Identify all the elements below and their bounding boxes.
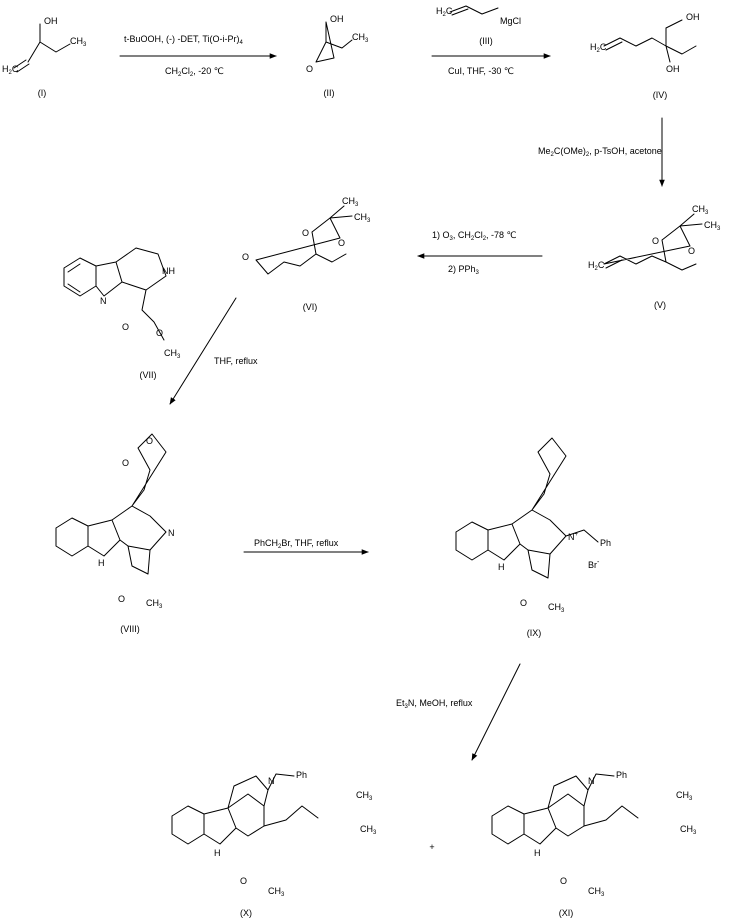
atom-o-2: O	[302, 228, 309, 238]
compound-VIII-structure: H N O O O CH3	[55, 433, 175, 610]
atom-n: N	[168, 528, 175, 538]
atom-oh: OH	[330, 14, 344, 24]
bromide-ion: Br-	[588, 559, 600, 570]
atom-mgcl: MgCl	[500, 16, 521, 26]
atom-ch3-3: CH3	[588, 886, 605, 898]
atom-h2c: H2C	[588, 260, 605, 272]
label-XI: (XI)	[559, 908, 574, 918]
label-VIII: (VIII)	[120, 624, 140, 634]
atom-ch3: CH3	[70, 36, 87, 48]
atom-ph: Ph	[600, 538, 611, 548]
atom-o-3: O	[118, 594, 125, 604]
atom-o: O	[306, 64, 313, 74]
atom-ph: Ph	[616, 770, 627, 780]
atom-ch3: CH3	[692, 204, 709, 216]
atom-oh: OH	[44, 16, 58, 26]
atom-o-3: O	[338, 238, 345, 248]
step2-conditions: CuI, THF, -30 ℃	[448, 66, 514, 76]
step4-ozonolysis: 1) O3, CH2Cl2, -78 ℃	[432, 230, 517, 242]
compound-II-structure: OH O CH3	[306, 14, 369, 74]
label-I: (I)	[38, 88, 47, 98]
atom-ch3: CH3	[548, 602, 565, 614]
label-IV: (IV)	[653, 90, 668, 100]
atom-o-2: O	[688, 246, 695, 256]
arrow-step7	[471, 663, 521, 761]
atom-h: H	[534, 848, 541, 858]
atom-h: H	[214, 848, 221, 858]
step5-conditions: THF, reflux	[214, 356, 258, 366]
step3-conditions: Me2C(OMe)2, p-TsOH, acetone	[538, 146, 662, 158]
compound-IV-structure: OH OH H2C	[590, 12, 700, 74]
compound-VII-structure: N NH O O CH3	[63, 247, 181, 360]
label-X: (X)	[240, 908, 252, 918]
step4-reduction: 2) PPh3	[448, 264, 480, 276]
compound-labels: (I) (II) (III) (IV) (V) (VI) (VII) (VIII…	[38, 36, 668, 918]
atom-o: O	[560, 876, 567, 886]
atom-ch3: CH3	[356, 790, 373, 802]
reaction-conditions: t-BuOOH, (-) -DET, Ti(O-i-Pr)4 CH2Cl2, -…	[124, 34, 662, 710]
atom-o-2: O	[156, 328, 163, 338]
atom-ch3-2: CH3	[360, 824, 377, 836]
label-IX: (IX)	[527, 628, 542, 638]
atom-o: O	[122, 322, 129, 332]
atom-o: O	[240, 876, 247, 886]
step1-reagents: t-BuOOH, (-) -DET, Ti(O-i-Pr)4	[124, 34, 244, 46]
atom-ch3: CH3	[352, 32, 369, 44]
atom-o: O	[122, 458, 129, 468]
atom-oh: OH	[686, 12, 700, 22]
step6-conditions: PhCH2Br, THF, reflux	[254, 538, 339, 550]
atom-ch3: CH3	[676, 790, 693, 802]
atom-ch3: CH3	[164, 348, 181, 360]
atom-ch3-3: CH3	[268, 886, 285, 898]
atom-h2c: H2C	[590, 42, 607, 54]
atom-o-2: O	[146, 436, 153, 446]
label-VII: (VII)	[140, 370, 157, 380]
compound-XI-structure: H N Ph CH3 CH3 O CH3	[491, 770, 697, 898]
label-II: (II)	[324, 88, 335, 98]
atom-h2c: H2C	[436, 6, 453, 18]
arrow-step5	[169, 297, 237, 405]
atom-h: H	[498, 562, 505, 572]
atom-h: N	[100, 296, 107, 306]
atom-h: H	[98, 558, 105, 568]
plus-sign: +	[429, 842, 434, 852]
compound-X-structure: H N Ph CH3 CH3 O CH3	[171, 770, 377, 898]
atom-ch3-2: CH3	[704, 220, 721, 232]
atom-oh-2: OH	[666, 64, 680, 74]
compound-III-structure: H2C MgCl	[436, 5, 521, 26]
atom-ch3: CH3	[146, 598, 163, 610]
atom-h2c: H2C	[2, 64, 19, 76]
atom-o: O	[242, 252, 249, 262]
atom-n: N+	[568, 532, 579, 542]
atom-ph: Ph	[296, 770, 307, 780]
label-V: (V)	[654, 300, 666, 310]
atom-o: O	[520, 598, 527, 608]
atom-ch3: CH3	[342, 196, 359, 208]
label-III: (III)	[479, 36, 493, 46]
atom-n: N	[268, 776, 275, 786]
atom-ch3-2: CH3	[680, 824, 697, 836]
atom-n: N	[588, 776, 595, 786]
step1-solvent: CH2Cl2, -20 ℃	[165, 66, 224, 78]
compound-I-structure: OH H2C CH3	[2, 16, 87, 76]
step7-conditions: Et3N, MeOH, reflux	[396, 698, 473, 710]
atom-ch3-2: CH3	[354, 212, 371, 224]
atom-nh: NH	[162, 266, 175, 276]
atom-o: O	[652, 236, 659, 246]
compound-V-structure: O O H2C CH3 CH3	[588, 204, 721, 272]
compound-VI-structure: O O O CH3 CH3	[242, 196, 371, 275]
reaction-arrows	[119, 53, 665, 761]
label-VI: (VI)	[303, 302, 318, 312]
compound-IX-structure: H N+ Ph Br- O CH3	[455, 437, 611, 614]
